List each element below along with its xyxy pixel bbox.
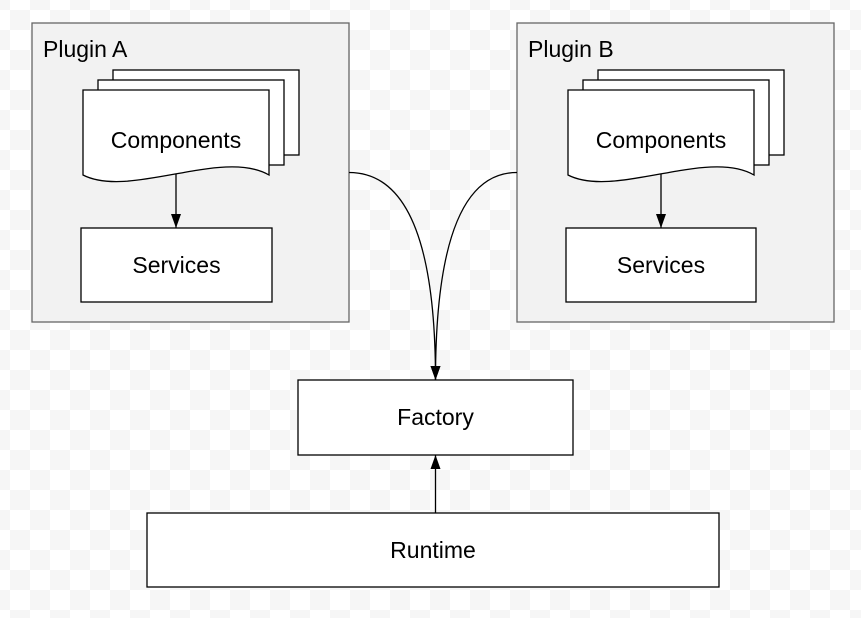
components-label-a: Components	[111, 127, 241, 153]
plugin-b-title: Plugin B	[528, 36, 614, 62]
components-document-a	[82, 89, 270, 183]
services-box-a	[80, 227, 273, 303]
factory-box	[297, 379, 574, 456]
components-label-b: Components	[596, 127, 726, 153]
plugin-a-group: Plugin A Components Services	[31, 22, 350, 323]
runtime-label: Runtime	[390, 537, 476, 563]
components-document-b	[567, 89, 755, 183]
services-label-b: Services	[617, 252, 705, 278]
services-box-b	[565, 227, 757, 303]
curve-plugin-a-to-factory	[348, 171, 441, 381]
factory-label: Factory	[397, 404, 474, 430]
plugin-a-title: Plugin A	[43, 36, 128, 62]
runtime-box	[146, 512, 720, 588]
curve-plugin-b-to-factory	[430, 171, 518, 381]
services-label-a: Services	[132, 252, 220, 278]
plugin-b-group: Plugin B Components Services	[516, 22, 835, 323]
